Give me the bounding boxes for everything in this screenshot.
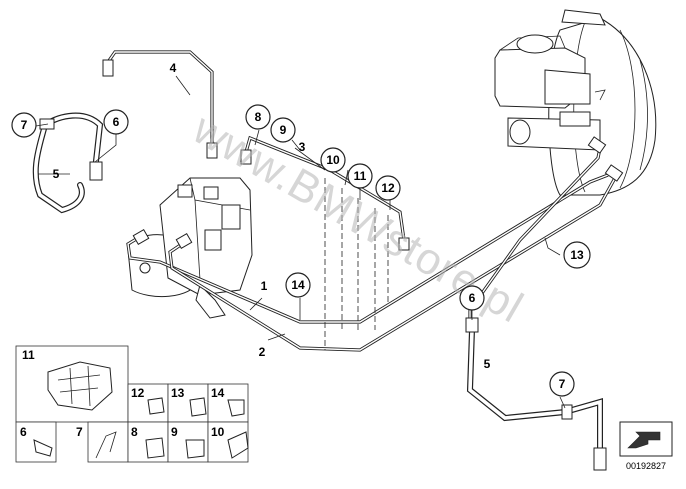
legend-label: 10 (211, 425, 225, 439)
callout-8[interactable]: 8 (245, 104, 271, 130)
callout-label: 10 (326, 153, 340, 167)
callout-leaders (35, 75, 566, 409)
clip-14-icon (227, 399, 245, 417)
clip-11-icon (47, 361, 113, 411)
legend-label: 11 (22, 348, 35, 362)
brake-hose-right (465, 317, 607, 471)
callout-label: 9 (280, 123, 287, 137)
callout-6-right[interactable]: 6 (459, 285, 485, 311)
callout-14[interactable]: 14 (285, 272, 311, 298)
clip-12-icon (147, 397, 165, 415)
callout-label: 11 (354, 169, 367, 183)
legend-label: 6 (20, 425, 27, 439)
brake-pipes (102, 50, 624, 352)
nav-arrow-button[interactable] (619, 421, 673, 457)
callout-11[interactable]: 11 (347, 163, 373, 189)
clip-7-icon (95, 431, 117, 459)
callout-label: 13 (570, 248, 584, 262)
callout-13[interactable]: 13 (563, 241, 591, 269)
diagram-code: 00192827 (626, 461, 666, 471)
dashed-leaders (324, 178, 389, 350)
callout-label: 8 (255, 110, 262, 124)
callout-12[interactable]: 12 (375, 175, 401, 201)
callout-label: 14 (291, 278, 305, 292)
legend-label: 8 (131, 425, 138, 439)
legend-label: 12 (131, 386, 145, 400)
callout-3[interactable]: 3 (299, 140, 306, 154)
callout-6-left[interactable]: 6 (103, 109, 129, 135)
legend-label: 7 (76, 425, 83, 439)
callout-7-right[interactable]: 7 (549, 371, 575, 397)
arrow-down-left-icon (627, 431, 661, 449)
legend-cell-7[interactable] (87, 421, 129, 463)
callout-label: 6 (113, 115, 120, 129)
callout-5-left[interactable]: 5 (53, 167, 60, 181)
abs-unit (127, 177, 253, 319)
legend-label: 13 (171, 386, 185, 400)
callout-label: 12 (381, 181, 395, 195)
callout-label: 7 (21, 118, 28, 132)
callout-label: 6 (469, 291, 476, 305)
legend-label: 9 (171, 425, 178, 439)
callout-10[interactable]: 10 (320, 147, 346, 173)
callout-1[interactable]: 1 (261, 279, 268, 293)
callout-2[interactable]: 2 (259, 345, 266, 359)
callout-4[interactable]: 4 (170, 61, 177, 75)
bracket-6-icon (33, 439, 53, 457)
callout-9[interactable]: 9 (270, 117, 296, 143)
clip-9-icon (185, 439, 205, 459)
master-cylinder (494, 34, 606, 151)
legend-grid: 11 12 13 14 6 7 8 9 10 (15, 345, 249, 463)
clip-13-icon (189, 397, 207, 417)
callout-7-left[interactable]: 7 (11, 112, 37, 138)
legend-label: 14 (211, 386, 225, 400)
clip-10-icon (227, 431, 249, 459)
callout-label: 7 (559, 377, 566, 391)
callout-5-right[interactable]: 5 (484, 357, 491, 371)
clip-8-icon (145, 437, 165, 459)
brake-hose-left (32, 112, 104, 214)
